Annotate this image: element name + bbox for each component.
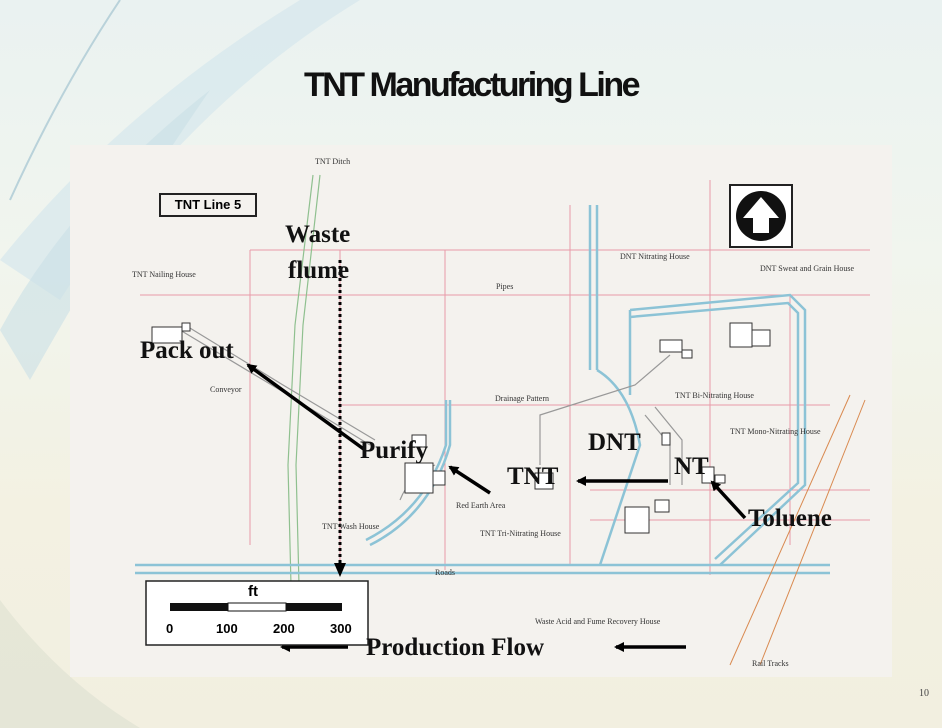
roads-label: Roads	[435, 568, 455, 577]
scale-tick-200: 200	[273, 621, 295, 636]
scale-bar	[145, 580, 369, 646]
tnt-line-box-label: TNT Line 5	[159, 193, 257, 217]
waste-flume-label-line1: Waste	[285, 221, 351, 248]
pack-out-label: Pack out	[140, 337, 234, 364]
scale-tick-0: 0	[166, 621, 174, 636]
waste-acid-house-label: Waste Acid and Fume Recovery House	[535, 617, 661, 626]
tnt-label: TNT	[507, 463, 559, 490]
dnt-nitrating-house-label: DNT Nitrating House	[620, 252, 690, 261]
toluene-label: Toluene	[748, 505, 832, 532]
buildings	[151, 322, 771, 534]
conveyor-label: Conveyor	[210, 385, 242, 394]
map-drawing	[135, 174, 870, 666]
dnt-label: DNT	[588, 429, 641, 456]
waste-flume-label-line2: flume	[288, 257, 350, 284]
tnt-mono-nitrating-house-label: TNT Mono-Nitrating House	[730, 427, 821, 436]
pipe-lines	[140, 180, 870, 575]
purify-label: Purify	[360, 437, 429, 464]
tnt-tri-nitrating-house-label: TNT Tri-Nitrating House	[480, 529, 561, 538]
tnt-nailing-house-label: TNT Nailing House	[132, 270, 196, 279]
tnt-ditch-label: TNT Ditch	[315, 157, 351, 166]
dnt-sweat-grain-house-label: DNT Sweat and Grain House	[760, 264, 855, 273]
tnt-wash-house-label: TNT Wash House	[322, 522, 380, 531]
rail-lines	[729, 394, 866, 666]
pipes-label: Pipes	[496, 282, 514, 291]
north-arrow-icon	[729, 184, 793, 248]
tnt-bi-nitrating-house-label: TNT Bi-Nitrating House	[675, 391, 754, 400]
nt-label: NT	[674, 453, 709, 480]
scale-unit-label: ft	[248, 583, 258, 600]
red-earth-area-label: Red Earth Area	[456, 501, 506, 510]
page-number: 10	[919, 688, 929, 699]
scale-tick-300: 300	[330, 621, 352, 636]
road-lines	[135, 205, 830, 575]
drainage-pattern-label: Drainage Pattern	[495, 394, 549, 403]
production-flow-label: Production Flow	[366, 634, 545, 661]
rail-tracks-label: Rail Tracks	[752, 659, 789, 668]
site-map: TNT Line 5 TNT Ditch TNT Nailing House D…	[70, 145, 892, 677]
slide-title: TNT Manufacturing Line	[303, 66, 641, 104]
scale-tick-100: 100	[216, 621, 238, 636]
flow-arrows	[246, 363, 747, 652]
